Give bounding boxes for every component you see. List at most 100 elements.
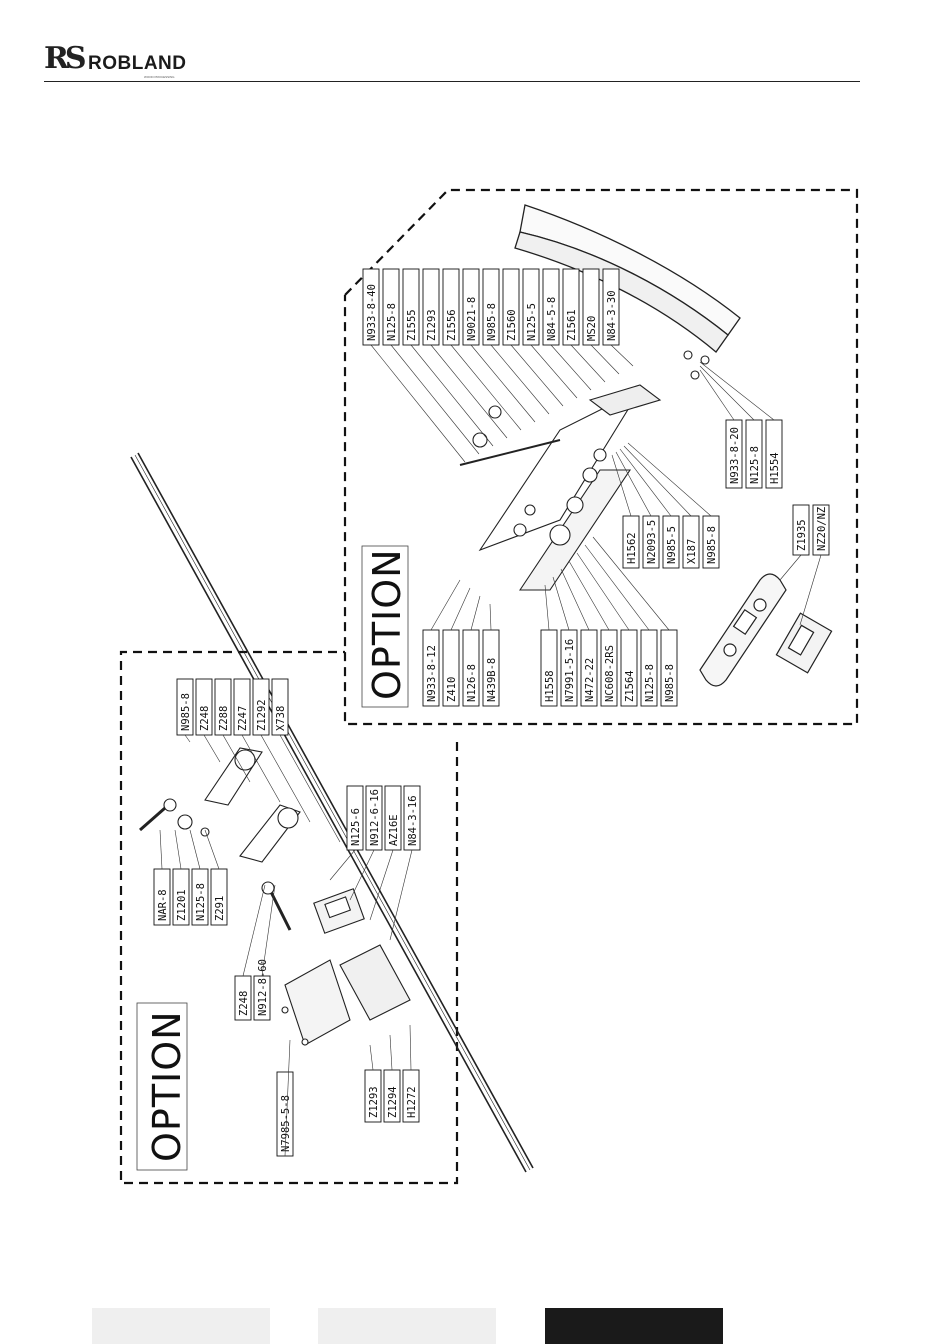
part-number: N125-8	[386, 303, 398, 341]
upper-option-text: OPTION	[365, 548, 409, 700]
part-number: Z1561	[566, 309, 578, 341]
part-label: N933-8-20	[699, 369, 743, 489]
part-number: Z1292	[256, 699, 268, 731]
part-label: N125-8	[189, 829, 209, 926]
part-label: N985-8	[592, 536, 678, 707]
part-label: N472-22	[560, 568, 598, 707]
part-number: Z1555	[406, 309, 418, 341]
part-label: X187	[623, 445, 700, 569]
part-number: NAR-8	[157, 889, 169, 921]
part-label: N125-8	[584, 544, 658, 707]
part-number: N2093-5	[646, 520, 658, 564]
part-number: N439B-8	[486, 658, 498, 702]
part-number: N7985-5-8	[280, 1095, 292, 1152]
part-label: Z1555	[402, 268, 494, 447]
part-label: N9021-8	[462, 268, 536, 423]
part-number: N9021-8	[466, 297, 478, 341]
part-number: X187	[686, 539, 698, 564]
part-number: N84-3-30	[606, 290, 618, 341]
part-label: N126-8	[462, 595, 481, 707]
part-number: N985-5	[666, 526, 678, 564]
part-label: H1562	[611, 454, 640, 569]
part-label: N84-5-8	[542, 268, 592, 391]
part-label: Z248	[234, 884, 266, 1021]
part-number: Z1556	[446, 309, 458, 341]
robland-logo: RS ROBLAND WOOD PROCESSING	[44, 41, 204, 80]
part-label: H1558	[540, 584, 558, 707]
part-label: N84-3-16	[389, 785, 421, 941]
part-number: AZ16E	[388, 814, 400, 846]
part-label: N7985-5-8	[276, 1039, 294, 1157]
part-label: N125-5	[522, 268, 578, 399]
part-label: N7991-5-16	[552, 576, 578, 707]
part-number: Z410	[446, 677, 458, 702]
part-label: AZ16E	[369, 785, 402, 921]
upper-assembly	[459, 350, 710, 591]
lower-option-frame	[119, 650, 459, 1185]
part-label: N2093-5	[615, 451, 660, 569]
part-label: Z1561	[562, 268, 606, 383]
part-number: Z1293	[368, 1086, 380, 1118]
part-number: N84-3-16	[407, 795, 419, 846]
part-label: N933-8-12	[422, 579, 461, 707]
guide-rail	[130, 452, 534, 1173]
part-label: N125-8	[699, 365, 763, 489]
part-number: N912-8-60	[257, 959, 269, 1016]
lower-assembly	[139, 747, 411, 1046]
part-number: N985-8	[180, 693, 192, 731]
display-nz20	[775, 612, 833, 674]
part-label: N125-6	[329, 785, 364, 881]
footer-tab-1[interactable]	[92, 1308, 270, 1344]
part-label: MS20	[582, 268, 620, 375]
part-number: N126-8	[466, 664, 478, 702]
part-number: N125-5	[526, 303, 538, 341]
part-label: Z291	[204, 829, 228, 926]
part-number: Z1564	[624, 670, 636, 702]
part-number: Z1294	[387, 1086, 399, 1118]
logo-mark: RS	[44, 41, 87, 76]
lower-option-text: OPTION	[145, 1010, 189, 1162]
part-number: Z248	[238, 991, 250, 1016]
part-label: NAR-8	[153, 829, 171, 926]
part-number: H1554	[769, 452, 781, 484]
part-number: X738	[275, 706, 287, 731]
part-label: N985-5	[619, 448, 680, 569]
part-number: Z248	[199, 706, 211, 731]
part-label: X738	[271, 678, 341, 843]
brand-tagline: WOOD PROCESSING	[144, 75, 175, 79]
footer-tab-3[interactable]	[545, 1308, 723, 1344]
part-label: NC608-2RS	[568, 560, 618, 707]
part-number: N84-5-8	[546, 297, 558, 341]
part-label: N933-8-40	[362, 268, 466, 463]
footer-tab-2[interactable]	[318, 1308, 496, 1344]
part-number: N933-8-20	[729, 427, 741, 484]
part-number: Z1201	[176, 889, 188, 921]
part-label: N125-8	[382, 268, 480, 455]
part-number: N125-6	[350, 808, 362, 846]
part-label: N912-6-16	[349, 785, 383, 901]
part-label: Z1201	[172, 829, 190, 926]
part-number: H1562	[626, 532, 638, 564]
part-number: N125-8	[644, 664, 656, 702]
part-number: N985-8	[706, 526, 718, 564]
part-number: N125-8	[749, 446, 761, 484]
part-label: Z1556	[442, 268, 522, 431]
part-number: N933-8-12	[426, 645, 438, 702]
part-label: NZ20/NZ	[799, 504, 830, 626]
part-label: N912-8-60	[253, 884, 276, 1021]
brand-name: ROBLAND	[88, 53, 187, 74]
part-number: H1272	[406, 1086, 418, 1118]
lower-option-label: OPTION	[136, 1002, 189, 1171]
part-number: N985-8	[664, 664, 676, 702]
part-label: H1554	[699, 361, 783, 489]
part-label: N84-3-30	[602, 268, 634, 367]
part-label: Z1293	[422, 268, 508, 439]
part-label: Z1564	[576, 552, 638, 707]
part-label: H1272	[402, 1024, 420, 1123]
part-label: Z1294	[383, 1034, 401, 1123]
part-number: H1558	[544, 670, 556, 702]
part-number: Z291	[214, 896, 226, 921]
part-label: Z248	[195, 678, 221, 763]
